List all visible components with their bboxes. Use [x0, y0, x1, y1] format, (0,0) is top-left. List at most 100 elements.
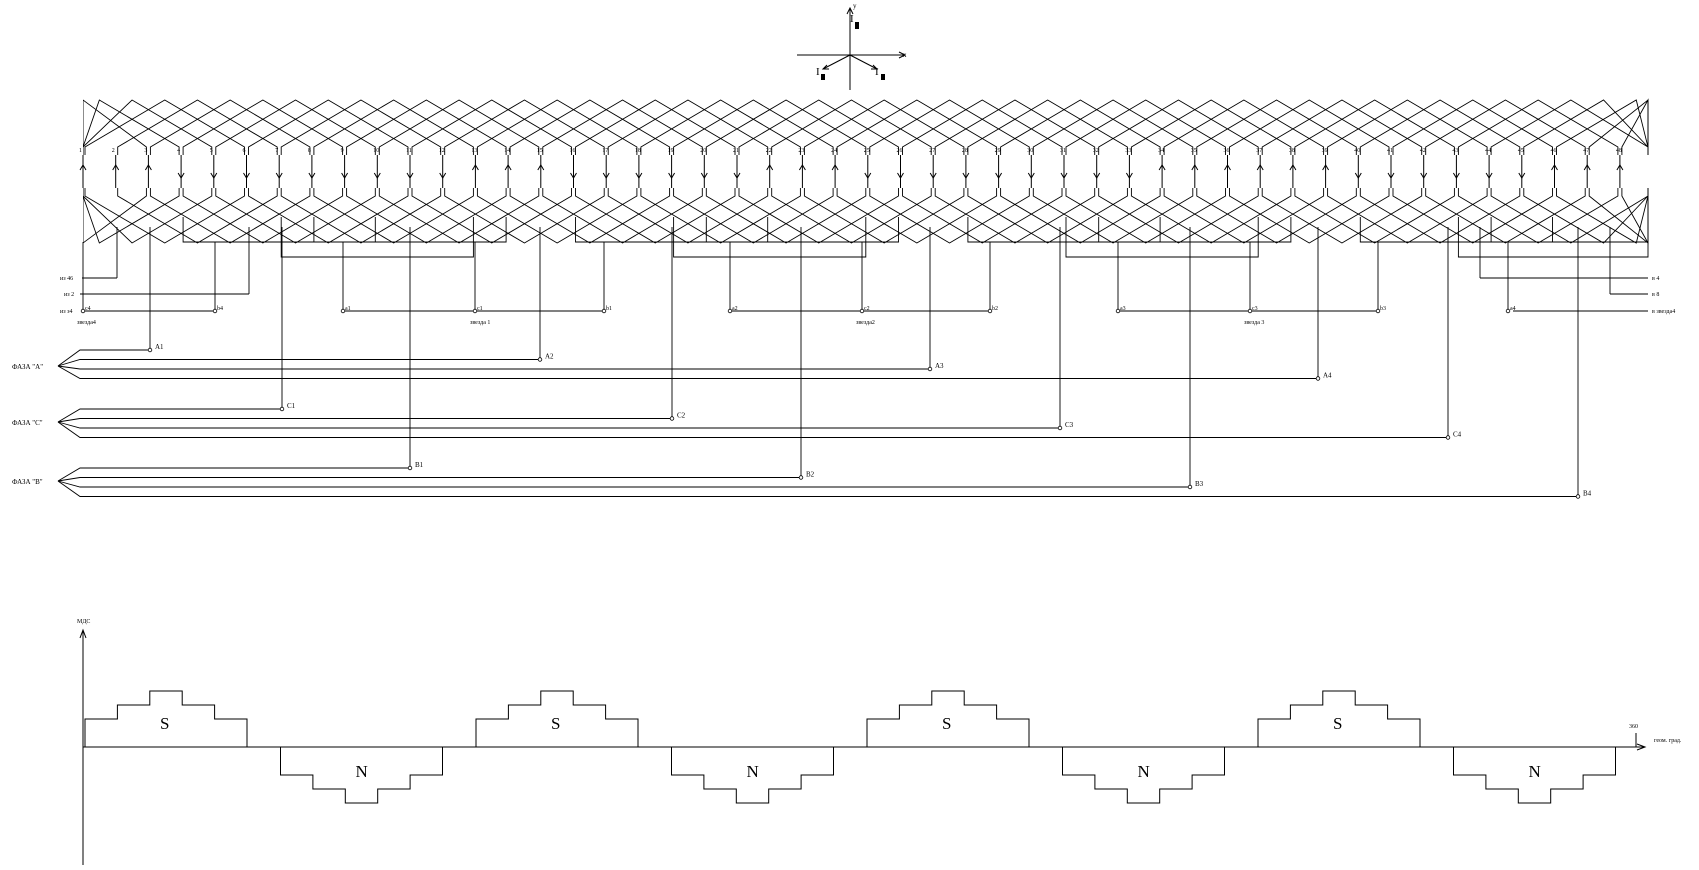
end-turn-top	[1359, 99, 1521, 155]
mmf-pole-s	[475, 690, 639, 747]
end-turn-bottom	[1098, 188, 1259, 244]
current-index-b	[881, 74, 885, 80]
arrow-up-icon	[798, 164, 806, 171]
end-turn-bottom	[1000, 188, 1161, 244]
end-turn-bottom	[117, 188, 278, 244]
phase-lead-line	[57, 480, 1578, 497]
end-turn-top	[902, 99, 1063, 155]
star-node	[212, 308, 218, 314]
end-turn-top	[149, 99, 311, 155]
arrow-up-icon	[1191, 164, 1199, 171]
end-turn-top	[575, 99, 736, 155]
star-point-label: b4	[217, 306, 223, 312]
mmf-pole-s	[1257, 690, 1421, 747]
star-label: звезда2	[856, 320, 875, 326]
slot-number: 8	[308, 148, 311, 154]
end-turn-top	[673, 99, 834, 155]
mmf-pole-n	[671, 747, 834, 804]
end-turn-bottom	[1327, 188, 1488, 244]
slot-number: 25	[864, 148, 870, 154]
mmf-pole-n	[1062, 747, 1225, 804]
phase-label: ФАЗА "А"	[12, 363, 43, 371]
y-axis-arrow-icon	[846, 6, 854, 15]
arrow-down-icon	[406, 172, 414, 179]
phase-output-node	[537, 357, 543, 362]
end-turn-top	[1163, 99, 1325, 155]
current-vector-diagram: x y I I I	[797, 2, 907, 90]
end-turn-bottom	[575, 188, 736, 244]
arrow-down-icon	[1420, 172, 1428, 179]
phase-lead-line	[57, 349, 150, 367]
star-node	[1115, 308, 1121, 314]
end-turn-top	[1098, 99, 1259, 155]
mmf-pole-label: S	[551, 714, 560, 733]
phase-output-node	[927, 366, 933, 372]
end-turn-top	[83, 99, 213, 155]
terminal-from-2: из 2	[64, 292, 74, 298]
star-point-label: c3	[1252, 306, 1258, 312]
star4-label: звезда4	[77, 320, 96, 326]
arrow-down-icon	[210, 172, 218, 179]
end-turn-top	[1490, 99, 1649, 155]
end-turn-bottom	[1392, 188, 1553, 244]
phase-output-node	[798, 475, 804, 480]
arrow-down-icon	[243, 172, 250, 179]
slot-number: 41	[1387, 148, 1393, 154]
end-turn-bottom	[1294, 188, 1455, 244]
end-turn-top	[83, 99, 180, 155]
star-point-label: a2	[732, 306, 738, 312]
phase-output-node	[1575, 494, 1581, 499]
current-vector-c	[822, 54, 851, 70]
arrow-up-icon	[766, 164, 774, 171]
arrow-down-icon	[275, 172, 283, 179]
star-point-label: b1	[606, 306, 612, 312]
star-point-label: a1	[345, 306, 351, 312]
arrow-up-icon	[79, 164, 87, 171]
terminal-from-46: из 46	[60, 276, 73, 282]
mmf-x-end-value: 360	[1629, 724, 1638, 730]
slot-number: 24	[831, 148, 837, 154]
slot-number: 17	[602, 148, 608, 154]
end-turn-top	[1032, 99, 1194, 155]
group-connector	[1457, 217, 1649, 258]
arrow-down-icon	[635, 172, 643, 179]
mmf-pole-n	[280, 747, 443, 804]
vector-b-arrow-icon	[871, 64, 879, 70]
star-point-label: c4	[85, 306, 91, 312]
end-turn-top	[378, 99, 540, 155]
mmf-pole-label: N	[1529, 762, 1541, 781]
phase-lead-line	[57, 359, 540, 367]
vector-c-arrow-icon	[821, 64, 829, 70]
slot-number: 27	[929, 148, 935, 154]
end-turn-top	[411, 99, 572, 155]
phase-label: ФАЗА "B"	[12, 478, 43, 486]
axis-x-label: x	[903, 51, 907, 59]
phase-output-node	[407, 465, 413, 471]
star-point-label: b3	[1380, 306, 1386, 312]
slot-number: 36	[1224, 148, 1230, 154]
mmf-y-arrow-icon	[79, 628, 87, 639]
end-turn-bottom	[1588, 188, 1649, 244]
terminal-to-star4: в звезда4	[1652, 309, 1675, 315]
axis-y-label: y	[853, 2, 857, 10]
phase-output-node	[669, 416, 675, 421]
arrow-down-icon	[570, 172, 577, 179]
end-turn-top	[771, 99, 932, 155]
end-turn-top	[313, 99, 474, 155]
end-turn-bottom	[1490, 188, 1649, 244]
slot-number: 4	[177, 148, 180, 154]
end-turn-top	[836, 99, 998, 155]
end-turn-top	[934, 99, 1096, 155]
end-turn-top	[803, 99, 965, 155]
phase-lead-line	[57, 421, 1060, 429]
mmf-pole-label: N	[356, 762, 368, 781]
arrow-down-icon	[995, 172, 1003, 179]
slot-number: 46	[1551, 148, 1557, 154]
end-turn-top	[607, 99, 769, 155]
star-connections: из 46 из 2 из з4 звезда4 в 4 в 8 в звезд…	[60, 227, 1675, 326]
end-turn-bottom	[673, 188, 834, 244]
slot-number: 15	[537, 148, 543, 154]
star-point-label: a3	[1120, 306, 1126, 312]
arrow-down-icon	[1387, 172, 1395, 179]
